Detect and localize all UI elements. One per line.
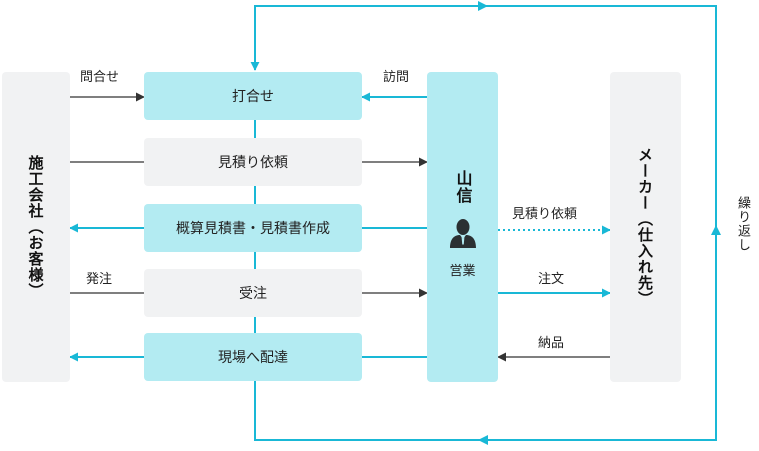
step-delivery-label: 現場へ配達 bbox=[218, 350, 288, 366]
yamashin-role: 営業 bbox=[449, 264, 476, 279]
maker-box: メーカー（仕入れ先） bbox=[610, 72, 681, 382]
label-order-from-client: 発注 bbox=[86, 272, 113, 287]
label-visit: 訪問 bbox=[383, 70, 410, 85]
step-estimate-request-label: 見積り依頼 bbox=[218, 155, 288, 171]
label-purchase-order: 注文 bbox=[538, 272, 565, 287]
step-order-received: 受注 bbox=[144, 269, 362, 317]
yamashin-box: 山信 営業 bbox=[427, 72, 498, 382]
label-estimate-request-to-maker: 見積り依頼 bbox=[512, 207, 578, 222]
step-delivery: 現場へ配達 bbox=[144, 333, 362, 381]
maker-label: メーカー（仕入れ先） bbox=[636, 147, 654, 307]
step-estimate-request: 見積り依頼 bbox=[144, 138, 362, 186]
label-inquiry: 問合せ bbox=[80, 70, 120, 85]
repeat-loop bbox=[250, 5, 717, 441]
step-estimate-create: 概算見積書・見積書作成 bbox=[144, 204, 362, 252]
client-box: 施工会社（お客様） bbox=[2, 72, 70, 382]
step-meeting-label: 打合せ bbox=[232, 89, 274, 105]
person-icon bbox=[449, 218, 477, 248]
label-goods-delivered: 納品 bbox=[538, 336, 565, 351]
client-label: 施工会社（お客様） bbox=[26, 155, 45, 299]
step-estimate-create-label: 概算見積書・見積書作成 bbox=[176, 221, 330, 237]
step-order-received-label: 受注 bbox=[239, 286, 267, 302]
yamashin-company: 山信 bbox=[453, 170, 473, 204]
step-meeting: 打合せ bbox=[144, 72, 362, 120]
label-repeat: 繰り返し bbox=[735, 196, 750, 252]
